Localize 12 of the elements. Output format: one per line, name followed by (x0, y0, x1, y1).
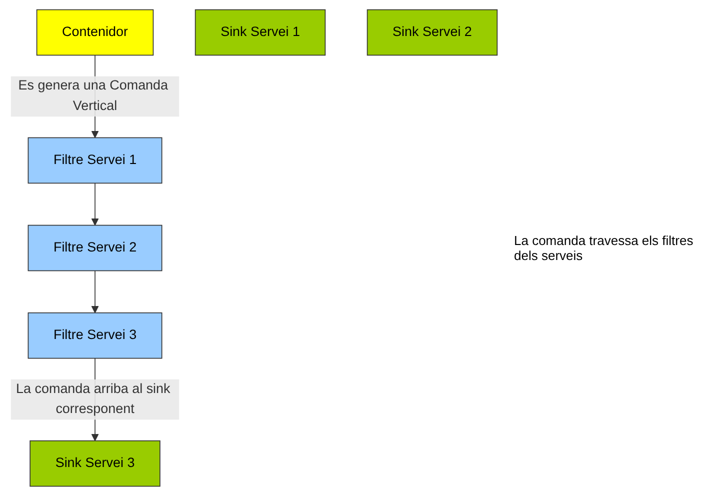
node-box: Filtre Servei 2 (28, 224, 162, 272)
edge-label: La comanda arriba al sink corresponent (16, 382, 170, 416)
node-box: Sink Servei 3 (30, 440, 160, 487)
edge-label: Es genera una Comanda Vertical (18, 78, 168, 114)
node-box: Contenidor (36, 9, 154, 56)
arrow (91, 182, 99, 226)
node-box: Filtre Servei 3 (28, 312, 162, 359)
node-box: Sink Servei 1 (194, 9, 326, 56)
note-text: La comanda travessa els filtres dels serveis (514, 233, 694, 263)
node-box: Filtre Servei 1 (28, 137, 162, 184)
arrow (91, 270, 99, 314)
node-box: Sink Servei 2 (366, 9, 498, 56)
